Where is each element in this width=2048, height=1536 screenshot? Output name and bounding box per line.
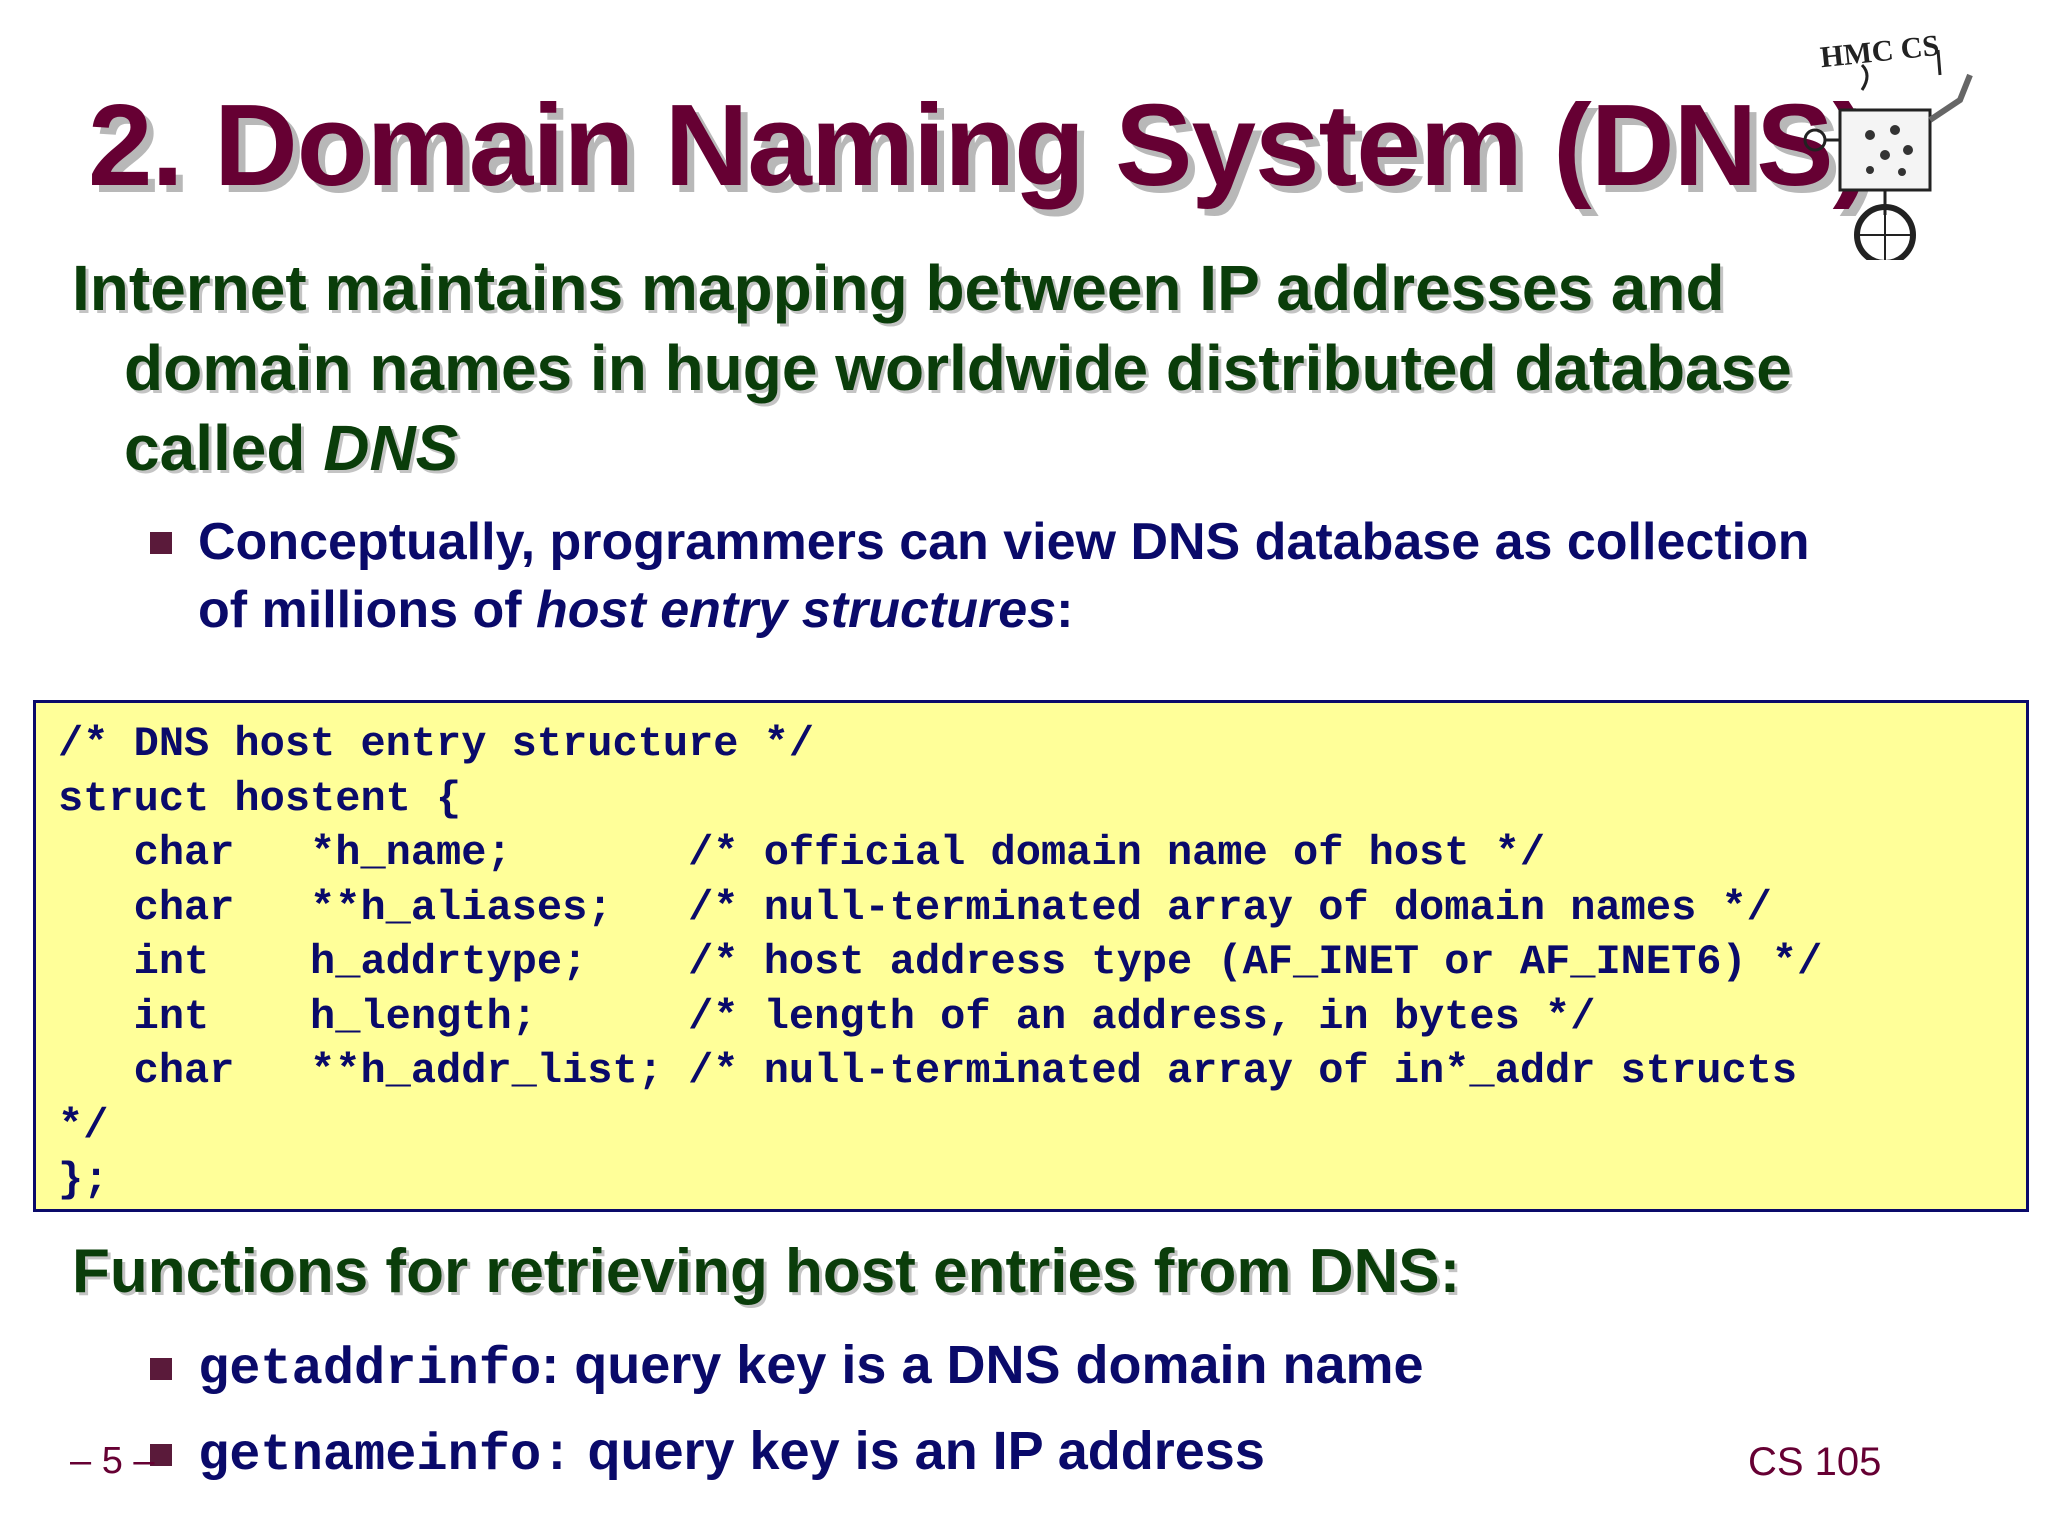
intro-line-3: called DNS	[124, 412, 459, 484]
bullet-conceptually: Conceptually, programmers can view DNS d…	[150, 508, 1980, 644]
bullet-line-1: Conceptually, programmers can view DNS d…	[198, 513, 1810, 571]
logo-text: HMC CS	[1819, 29, 1941, 74]
code-line: char **h_aliases; /* null-terminated arr…	[58, 883, 1772, 932]
function-item-getnameinfo: getnameinfo: query key is an IP address	[150, 1416, 1265, 1491]
function-name: getnameinfo:	[198, 1426, 573, 1485]
code-line: };	[58, 1156, 109, 1204]
code-block: /* DNS host entry structure */ struct ho…	[33, 700, 2029, 1212]
function-desc: query key is an IP address	[572, 1421, 1265, 1481]
code-line: int h_addrtype; /* host address type (AF…	[58, 938, 1823, 986]
function-desc: : query key is a DNS domain name	[541, 1335, 1424, 1395]
intro-line-1: Internet maintains mapping between IP ad…	[72, 252, 1725, 324]
page-number: – 5 –	[70, 1440, 155, 1482]
intro-line-2: domain names in huge worldwide distribut…	[124, 332, 1792, 404]
code-line: char *h_name; /* official domain name of…	[58, 829, 1546, 877]
hmc-cs-robot-logo-icon: HMC CS	[1803, 29, 1973, 260]
intro-paragraph: Internet maintains mapping between IP ad…	[72, 248, 1972, 488]
function-item-getaddrinfo: getaddrinfo: query key is a DNS domain n…	[150, 1330, 1424, 1405]
code-line: char **h_addr_list; /* null-terminated a…	[58, 1047, 1798, 1095]
bullet-square-icon	[150, 532, 172, 554]
code-line: /* DNS host entry structure */	[58, 720, 815, 768]
dns-emphasis: DNS	[323, 412, 459, 484]
code-line: */	[58, 1101, 109, 1150]
code-line: int h_length; /* length of an address, i…	[58, 992, 1596, 1041]
functions-heading: Functions for retrieving host entries fr…	[72, 1237, 1461, 1306]
course-label: CS 105	[1748, 1440, 1882, 1484]
bullet-square-icon	[150, 1358, 172, 1380]
bullet-square-icon	[150, 1444, 172, 1466]
slide-title: 2. Domain Naming System (DNS)	[88, 80, 1871, 210]
function-name: getaddrinfo	[198, 1340, 542, 1399]
code-line: struct hostent {	[58, 774, 462, 823]
bullet-line-2: of millions of host entry structures:	[198, 581, 1074, 639]
